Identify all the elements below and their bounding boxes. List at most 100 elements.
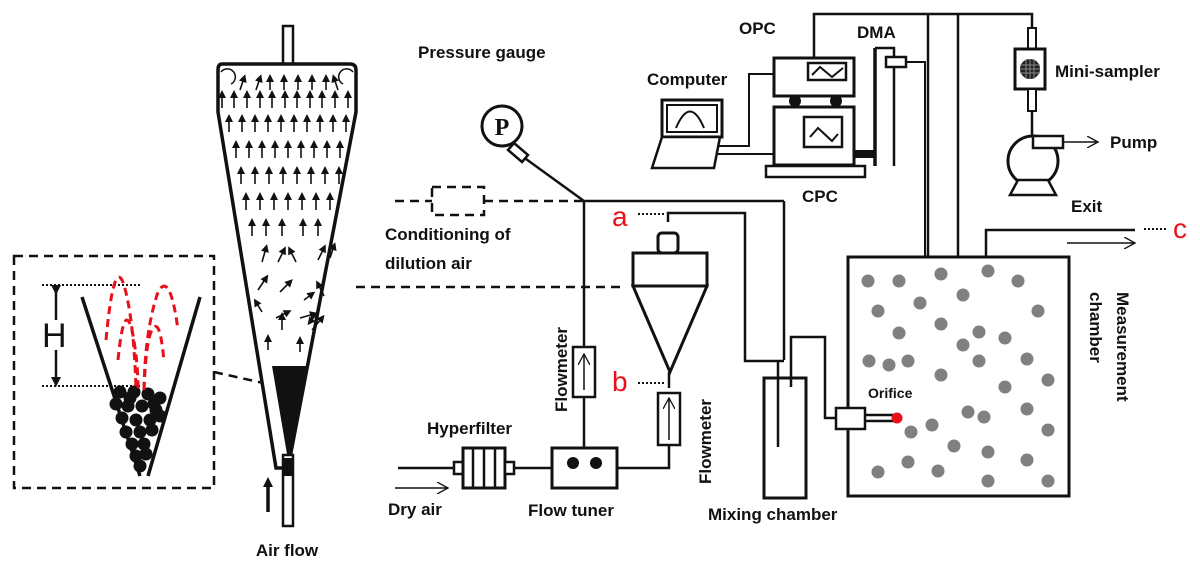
bed-particle-8 <box>115 411 129 425</box>
particle-bed <box>272 366 306 460</box>
chamber-particle-17 <box>972 354 986 368</box>
chamber-particle-1 <box>892 274 906 288</box>
flow-arrow-65 <box>303 291 316 301</box>
flowmeter-right: Flowmeter <box>656 391 715 484</box>
gauge-stem <box>506 141 530 164</box>
suspended-particles <box>861 264 1055 488</box>
flow-arrow-7 <box>331 74 340 91</box>
chamber-particle-35 <box>1041 474 1055 488</box>
measurement-chamber: Orifice Measurement chamber <box>834 255 1132 498</box>
flowmeter-left-label: Flowmeter <box>552 327 571 412</box>
chamber-particle-29 <box>1041 423 1055 437</box>
orifice-label: Orifice <box>868 385 913 401</box>
chamber-particle-21 <box>1041 373 1055 387</box>
flow-arrows <box>218 74 352 352</box>
pressure-gauge: Pressure gauge P <box>418 43 585 203</box>
corner-vortex-right <box>337 68 354 85</box>
flow-arrow-0 <box>238 74 247 91</box>
flow-tuner: Flow tuner <box>528 446 619 520</box>
chamber-particle-22 <box>961 405 975 419</box>
column-inlet-tube <box>281 453 295 528</box>
chamber-particle-12 <box>998 331 1012 345</box>
bed-particle-14 <box>145 423 159 437</box>
flow-tuner-body <box>550 446 619 490</box>
chamber-particle-27 <box>947 439 961 453</box>
chamber-particle-34 <box>981 474 995 488</box>
chamber-particle-24 <box>1020 402 1034 416</box>
pressure-gauge-label: Pressure gauge <box>418 43 546 62</box>
flowmeter-left: Flowmeter <box>552 327 597 412</box>
chamber-particle-33 <box>931 464 945 478</box>
bed-particle-12 <box>119 425 133 439</box>
bed-particle-11 <box>153 409 167 423</box>
flow-arrow-62 <box>328 242 337 259</box>
bed-particles <box>109 385 167 473</box>
chamber-particle-6 <box>913 296 927 310</box>
bed-particle-21 <box>147 397 161 411</box>
exit-label: Exit <box>1071 197 1103 216</box>
orifice-holder <box>834 406 867 431</box>
dry-air-label: Dry air <box>388 500 442 519</box>
mini-sampler-label: Mini-sampler <box>1055 62 1160 81</box>
chamber-particle-25 <box>904 425 918 439</box>
opc-screen <box>806 61 848 82</box>
mixing-chamber: Mixing chamber <box>708 335 838 524</box>
chamber-particle-16 <box>901 354 915 368</box>
chamber-particle-9 <box>892 326 906 340</box>
chamber-particle-2 <box>934 267 948 281</box>
bed-inset: H <box>12 254 216 490</box>
cyclone-cone <box>630 284 710 376</box>
corner-vortex-left <box>220 68 237 85</box>
trajectory-4 <box>142 324 166 391</box>
flow-arrow-70 <box>299 311 318 319</box>
chamber-particle-11 <box>972 325 986 339</box>
trajectory-2 <box>116 318 140 391</box>
inset-cone-right <box>146 296 202 477</box>
bed-particle-15 <box>125 437 139 451</box>
chamber-particle-13 <box>956 338 970 352</box>
chamber-particle-14 <box>862 354 876 368</box>
measurement-label-1: Measurement <box>1113 292 1132 402</box>
marker-b: b <box>612 366 628 397</box>
chamber-particle-31 <box>871 465 885 479</box>
chamber-particle-3 <box>981 264 995 278</box>
bed-particle-18 <box>139 447 153 461</box>
chamber-particle-4 <box>1011 274 1025 288</box>
chamber-particle-28 <box>981 445 995 459</box>
measurement-label-2: chamber <box>1086 292 1105 363</box>
conditioning-box <box>430 185 486 217</box>
mixing-outlet-pipe <box>789 335 836 420</box>
flow-arrow-58 <box>261 244 269 263</box>
orifice-point <box>891 412 903 424</box>
hyperfilter: Hyperfilter <box>427 419 516 490</box>
instrument-base <box>764 164 867 179</box>
flow-arrow-74 <box>311 314 325 331</box>
conditioning-label-1: Conditioning of <box>385 225 511 244</box>
bed-particle-9 <box>129 413 143 427</box>
chamber-particle-5 <box>871 304 885 318</box>
gauge-dial <box>480 104 524 148</box>
chamber-particle-10 <box>934 317 948 331</box>
flow-arrow-67 <box>253 298 263 313</box>
flow-tuner-knob-1 <box>567 457 579 469</box>
chamber-particle-19 <box>934 368 948 382</box>
cyclone-outlet <box>656 231 680 255</box>
chamber-particle-0 <box>861 274 875 288</box>
gauge-symbol: P <box>495 115 510 141</box>
chamber-particle-23 <box>977 410 991 424</box>
bed-particle-2 <box>141 387 155 401</box>
bed-particle-19 <box>133 459 147 473</box>
height-label: H <box>42 317 67 355</box>
mixing-chamber-body <box>762 376 808 500</box>
flow-tuner-knob-2 <box>590 457 602 469</box>
chamber-particle-20 <box>998 380 1012 394</box>
chamber-particle-30 <box>1020 453 1034 467</box>
flow-arrow-60 <box>288 246 297 263</box>
chamber-particle-32 <box>901 455 915 469</box>
computer-label: Computer <box>647 70 728 89</box>
instrument-rack: OPC DMA CPC Computer <box>647 19 908 206</box>
computer-keyboard <box>650 135 722 170</box>
inset-frame <box>12 254 216 490</box>
bed-particle-4 <box>109 397 123 411</box>
marker-a: a <box>612 201 628 232</box>
